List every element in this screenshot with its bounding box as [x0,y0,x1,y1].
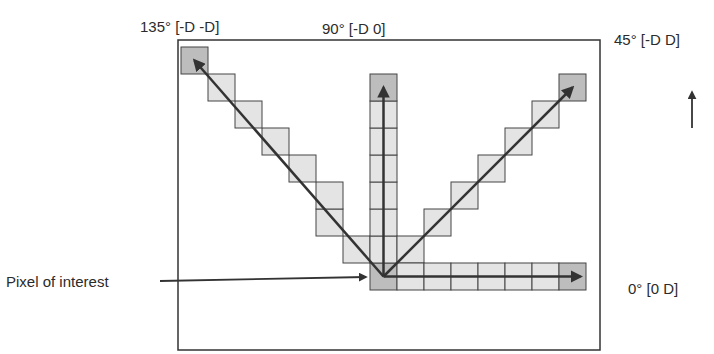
direction-arrow [382,88,385,277]
pixel-cell [208,74,235,101]
direction-arrow [384,88,573,277]
pixel-cell [343,236,370,263]
pixel-cell [289,155,316,182]
grid-frame [178,40,600,350]
direction-label: 0° [0 D] [628,280,678,298]
direction-arrow [160,277,366,281]
direction-label: 45° [-D D] [614,31,680,49]
direction-arrow [691,92,693,128]
direction-label: 135° [-D -D] [140,18,219,36]
direction-arrow [384,275,581,278]
direction-arrow [195,61,384,277]
direction-label: 90° [-D 0] [322,20,386,38]
direction-label: Pixel of interest [6,273,109,291]
